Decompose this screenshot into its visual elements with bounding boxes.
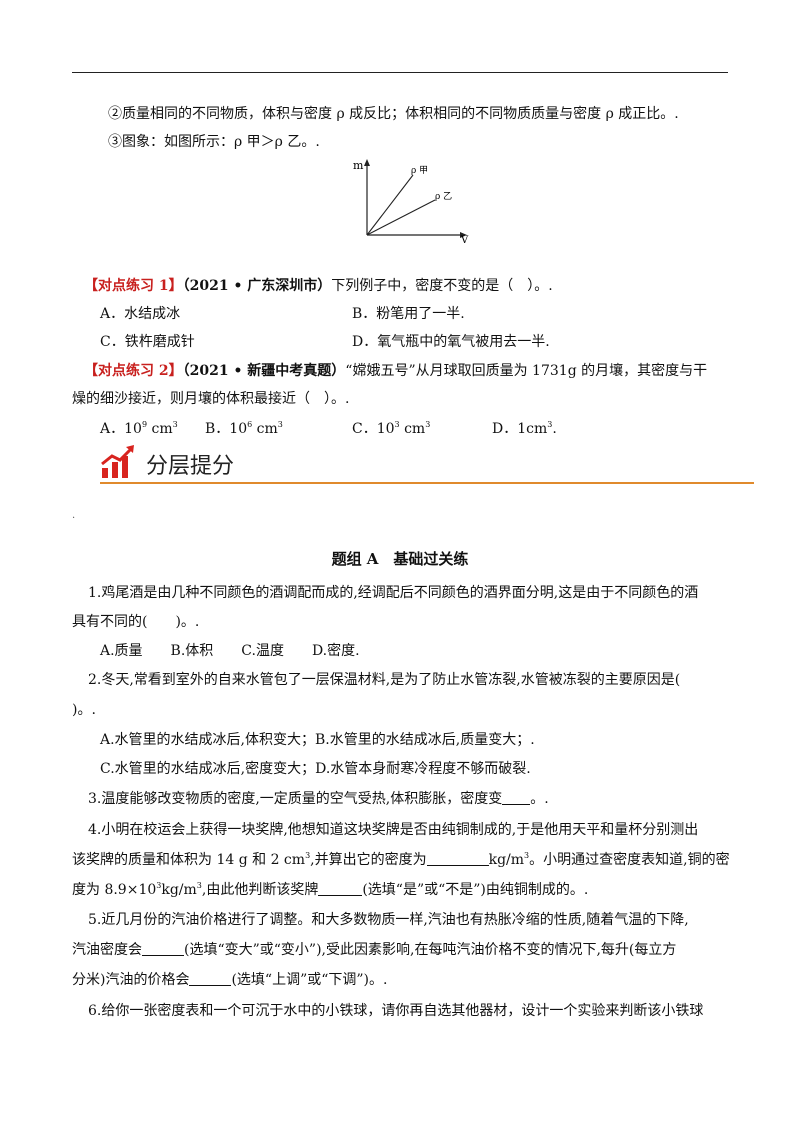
q2-options-ab: A.水管里的水结成冰后,体积变大；B.水管里的水结成冰后,质量变大；. <box>100 732 535 748</box>
q2-options-cd: C.水管里的水结成冰后,密度变大；D.水管本身耐寒冷程度不够而破裂. <box>100 761 531 777</box>
banner-underline <box>100 482 754 484</box>
graph-line-label-2: ρ 乙 <box>435 191 452 202</box>
graph-x-label: V <box>460 235 469 246</box>
q4-line-3: 度为 8.9×103kg/m3,由此他判断该奖牌(选填“是”或“不是”)由纯铜制… <box>72 881 589 899</box>
section-title: 题组 A 基础过关练 <box>331 550 469 568</box>
q5-line-1: 5.近几月份的汽油价格进行了调整。和大多数物质一样,汽油也有热胀冷缩的性质,随着… <box>88 912 689 928</box>
exercise-1-option-d: D．氧气瓶中的氧气被用去一半. <box>352 334 550 350</box>
banner-title: 分层提分 <box>146 454 235 479</box>
stray-mark: . <box>72 510 76 521</box>
q5-line-2: 汽油密度会(选填“变大”或“变小”),受此因素影响,在每吨汽油价格不变的情况下,… <box>72 941 677 958</box>
q4-density-blank[interactable] <box>426 851 489 866</box>
q2-line-1: 2.冬天,常看到室外的自来水管包了一层保温材料,是为了防止水管冻裂,水管被冻裂的… <box>88 672 681 688</box>
q3-text: 3.温度能够改变物质的密度,一定质量的空气受热,体积膨胀，密度变。. <box>88 790 549 807</box>
exercise-2-question: 【对点练习 2】（2021 • 新疆中考真题）“嫦娥五号”从月球取回质量为 17… <box>84 360 707 380</box>
q1-options: A.质量 B.体积 C.温度 D.密度. <box>100 643 360 659</box>
q5-price-blank[interactable] <box>189 971 232 986</box>
exercise-1-tag: 【对点练习 1】 <box>84 278 183 294</box>
exercise-2-source: （2021 • 新疆中考真题） <box>182 363 346 379</box>
density-graph: m V ρ 甲 ρ 乙 <box>353 159 469 246</box>
exercise-2-tag: 【对点练习 2】 <box>84 363 183 379</box>
q4-line-1: 4.小明在校运会上获得一块奖牌,他想知道这块奖牌是否由纯铜制成的,于是他用天平和… <box>88 822 699 838</box>
exercise-1-text: 下列例子中，密度不变的是（ ）。. <box>331 278 553 294</box>
q1-line-2: 具有不同的( )。. <box>72 614 200 630</box>
exercise-1-option-a: A．水结成冰 <box>100 306 181 322</box>
q5-line-3: 分米)汽油的价格会(选填“上调”或“下调”)。. <box>72 971 388 988</box>
q3-blank[interactable] <box>502 790 531 805</box>
exercise-1-question: 【对点练习 1】（2021 • 广东深圳市）下列例子中，密度不变的是（ ）。. <box>84 275 553 295</box>
exercise-1-option-b: B．粉笔用了一半. <box>352 306 465 322</box>
intro-line-2: ②质量相同的不同物质，体积与密度 ρ 成反比；体积相同的不同物质质量与密度 ρ … <box>108 106 679 122</box>
bar-chart-trend-icon <box>101 445 134 478</box>
q2-line-2: )。. <box>72 702 96 718</box>
exercise-2-option-c: C．103 cm3 <box>352 420 431 438</box>
exercise-2-option-a: A．109 cm3 <box>100 420 178 438</box>
graph-y-label: m <box>353 159 364 172</box>
q5-density-blank[interactable] <box>142 941 184 956</box>
exercise-1-option-c: C．铁杵磨成针 <box>100 334 195 350</box>
q4-judge-blank[interactable] <box>318 881 363 896</box>
exercise-2-text-2: 燥的细沙接近，则月壤的体积最接近（ ）。. <box>72 391 350 407</box>
exercise-2-text-1: “嫦娥五号”从月球取回质量为 1731g 的月壤，其密度与干 <box>345 363 708 379</box>
exercise-1-source: （2021 • 广东深圳市） <box>182 278 332 294</box>
exercise-2-option-b: B．106 cm3 <box>205 420 283 438</box>
graph-line-label-1: ρ 甲 <box>411 165 428 176</box>
q6-line-1: 6.给你一张密度表和一个可沉于水中的小铁球，请你再自选其他器材，设计一个实验来判… <box>88 1003 704 1019</box>
exercise-2-option-d: D．1cm3. <box>492 420 557 438</box>
q1-line-1: 1.鸡尾酒是由几种不同颜色的酒调配而成的,经调配后不同颜色的酒界面分明,这是由于… <box>88 585 699 601</box>
header-rule <box>72 72 728 73</box>
intro-line-3: ③图象：如图所示：ρ 甲＞ρ 乙。. <box>108 134 320 150</box>
